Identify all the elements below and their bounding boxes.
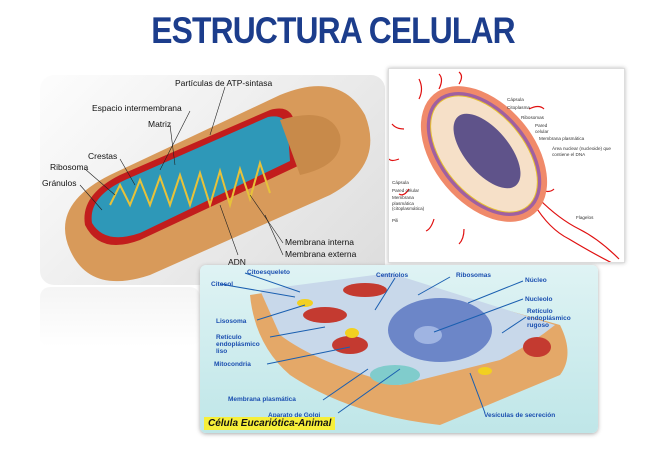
- label-ribosomes: Ribosomas: [521, 115, 544, 120]
- bacteria-diagram: Cápsula Citoplasma Ribosomas Pared celul…: [388, 68, 625, 263]
- label-inner-membrane: Membrana interna: [285, 237, 354, 247]
- label-secretory-vesicles: Vesículas de secreción: [484, 412, 556, 419]
- label-lysosome: Lisosoma: [216, 318, 247, 325]
- label-nucleus: Núcleo: [525, 277, 547, 284]
- label-cell-wall: Pared celular: [535, 123, 549, 134]
- label-golgi: Aparato de Golgi: [268, 412, 321, 419]
- label-plasma-membrane-left: Membrana plasmática (citoplasmática): [392, 195, 425, 211]
- label-granules: Gránulos: [42, 178, 77, 188]
- label-ribosomes: Ribosomas: [456, 272, 492, 279]
- label-nucleoid: Área nuclear (nucleoide) que contiene el…: [552, 146, 611, 157]
- label-cytosol: Citosol: [211, 281, 234, 288]
- label-rough-er: Retículo endoplásmico rugoso: [527, 308, 571, 329]
- label-mitochondria: Mitocondria: [214, 361, 251, 368]
- label-centrioles: Centríolos: [376, 272, 409, 279]
- label-dna: ADN: [228, 257, 246, 267]
- label-plasma-membrane: Membrana plasmática: [539, 136, 585, 141]
- mitochondria-illustration: [65, 86, 371, 282]
- animal-cell-diagram: Citoesqueleto Citosol Centríolos Ribosom…: [200, 265, 598, 433]
- label-cristae: Crestas: [88, 151, 118, 161]
- reflection: [40, 287, 200, 347]
- label-outer-membrane: Membrana externa: [285, 249, 357, 259]
- label-capsule-left: Cápsula: [392, 180, 409, 185]
- label-smooth-er: Retículo endoplásmico liso: [216, 334, 260, 355]
- page-title: ESTRUCTURA CELULAR: [151, 10, 515, 51]
- label-plasma-membrane: Membrana plasmática: [228, 396, 296, 403]
- label-cytoplasm: Citoplasma: [507, 105, 530, 110]
- label-matrix: Matriz: [148, 119, 172, 129]
- label-capsule: Cápsula: [507, 97, 524, 102]
- label-flagella: Flagelos: [576, 215, 594, 220]
- mitochondria-diagram: Partículas de ATP-sintasa Espacio interm…: [40, 75, 385, 285]
- animal-cell-caption: Célula Eucariótica-Animal: [204, 417, 336, 430]
- bacteria-illustration: [389, 71, 620, 262]
- label-cell-wall-left: Pared celular: [392, 188, 420, 193]
- label-pili: Pili: [392, 218, 399, 223]
- animal-cell-illustration: [219, 272, 568, 425]
- label-cytoskeleton: Citoesqueleto: [247, 269, 290, 276]
- label-intermembrane-space: Espacio intermembrana: [92, 103, 182, 113]
- label-atp-synthase: Partículas de ATP-sintasa: [175, 78, 273, 88]
- label-nucleolus: Nucleolo: [525, 296, 553, 303]
- label-ribosome: Ribosoma: [50, 162, 89, 172]
